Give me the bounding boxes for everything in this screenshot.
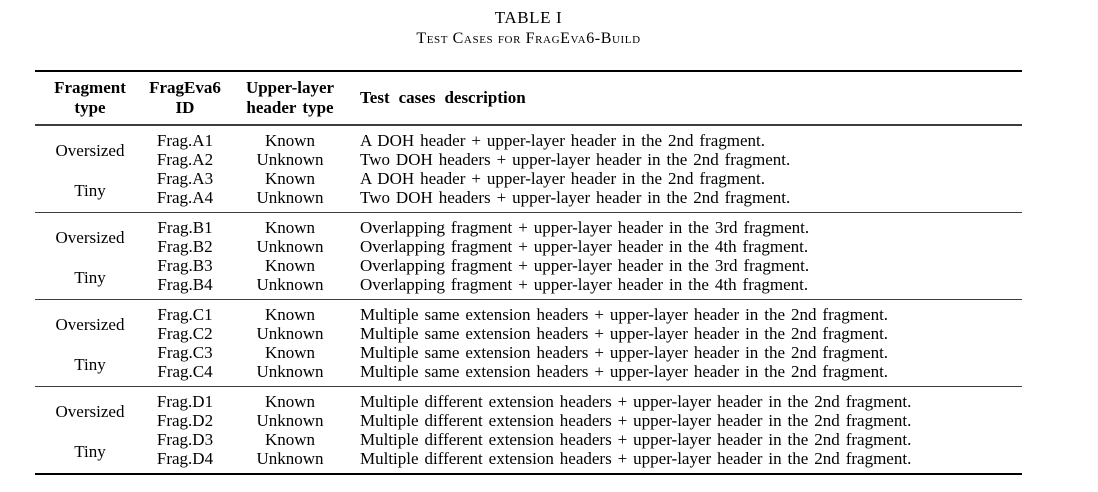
cell-frageva6-id: Frag.B4: [157, 275, 213, 294]
cell-upper-layer-type: Known: [264, 218, 316, 237]
cell-frageva6-id: Frag.B1: [157, 218, 213, 237]
header-fragment-type-line2: type: [74, 98, 106, 117]
cell-upper-layer-type: Unknown: [256, 237, 324, 256]
table-group-c: Oversized Frag.C1 Known Multiple same ex…: [35, 299, 1022, 387]
cell-upper-layer-type: Known: [264, 256, 316, 275]
table-caption: TABLE I Test Cases for FragEva6-Build: [35, 8, 1022, 48]
cell-upper-layer-type: Unknown: [256, 324, 324, 343]
cell-frageva6-id: Frag.A2: [156, 150, 214, 169]
table-row: Frag.D4 Unknown Multiple different exten…: [35, 449, 1022, 474]
table-row: Frag.A2 Unknown Two DOH headers + upper-…: [35, 150, 1022, 169]
header-upper-layer-line2: header type: [246, 98, 334, 117]
table-row: Frag.C4 Unknown Multiple same extension …: [35, 362, 1022, 387]
cell-frageva6-id: Frag.C3: [157, 343, 213, 362]
test-cases-table: Fragment type FragEva6 ID Upper-layer he…: [35, 70, 1022, 475]
cell-description: Multiple different extension headers + u…: [360, 392, 912, 411]
cell-upper-layer-type: Unknown: [256, 362, 324, 381]
header-fragment-type: Fragment type: [35, 71, 145, 125]
table-group-d: Oversized Frag.D1 Known Multiple differe…: [35, 386, 1022, 475]
cell-description: A DOH header + upper-layer header in the…: [360, 131, 766, 150]
table-group-b: Oversized Frag.B1 Known Overlapping frag…: [35, 212, 1022, 300]
cell-frageva6-id: Frag.D2: [156, 411, 214, 430]
cell-description: Overlapping fragment + upper-layer heade…: [360, 256, 810, 275]
cell-frageva6-id: Frag.B3: [157, 256, 213, 275]
cell-fragment-type-tiny: Tiny: [74, 268, 106, 287]
cell-frageva6-id: Frag.A3: [156, 169, 214, 188]
header-upper-layer-type: Upper-layer header type: [225, 71, 355, 125]
cell-description: Two DOH headers + upper-layer header in …: [360, 150, 791, 169]
cell-description: Multiple different extension headers + u…: [360, 411, 912, 430]
table-row: Oversized Frag.A1 Known A DOH header + u…: [35, 125, 1022, 160]
header-frageva6-id-line2: ID: [175, 98, 195, 117]
cell-description: Multiple same extension headers + upper-…: [360, 343, 889, 362]
cell-description: Multiple different extension headers + u…: [360, 430, 912, 449]
header-frageva6-id-line1: FragEva6: [149, 78, 221, 97]
table-row: Frag.B2 Unknown Overlapping fragment + u…: [35, 237, 1022, 256]
cell-frageva6-id: Frag.B2: [157, 237, 213, 256]
cell-frageva6-id: Frag.C1: [157, 305, 213, 324]
cell-description: Multiple different extension headers + u…: [360, 449, 912, 468]
cell-description: Overlapping fragment + upper-layer heade…: [360, 237, 809, 256]
header-upper-layer-line1: Upper-layer: [245, 78, 335, 97]
cell-upper-layer-type: Unknown: [256, 150, 324, 169]
table-row: Frag.A4 Unknown Two DOH headers + upper-…: [35, 188, 1022, 213]
cell-upper-layer-type: Unknown: [256, 275, 324, 294]
cell-description: Overlapping fragment + upper-layer heade…: [360, 218, 810, 237]
table-row: Tiny Frag.A3 Known A DOH header + upper-…: [35, 169, 1022, 200]
cell-upper-layer-type: Unknown: [256, 449, 324, 468]
cell-frageva6-id: Frag.C2: [157, 324, 213, 343]
cell-upper-layer-type: Known: [264, 392, 316, 411]
cell-description: Two DOH headers + upper-layer header in …: [360, 188, 791, 207]
cell-upper-layer-type: Known: [264, 169, 316, 188]
cell-description: Multiple same extension headers + upper-…: [360, 305, 889, 324]
cell-description: Multiple same extension headers + upper-…: [360, 324, 889, 343]
cell-fragment-type-tiny: Tiny: [74, 181, 106, 200]
cell-frageva6-id: Frag.A1: [156, 131, 214, 150]
cell-upper-layer-type: Known: [264, 305, 316, 324]
table-row: Tiny Frag.D3 Known Multiple different ex…: [35, 430, 1022, 461]
cell-upper-layer-type: Known: [264, 131, 316, 150]
cell-description: Overlapping fragment + upper-layer heade…: [360, 275, 809, 294]
cell-fragment-type-tiny: Tiny: [74, 355, 106, 374]
table-row: Tiny Frag.C3 Known Multiple same extensi…: [35, 343, 1022, 374]
table-number: TABLE I: [494, 8, 563, 27]
cell-fragment-type-oversized: Oversized: [55, 314, 125, 334]
cell-fragment-type-oversized: Oversized: [55, 227, 125, 247]
table-row: Oversized Frag.D1 Known Multiple differe…: [35, 387, 1022, 420]
cell-frageva6-id: Frag.D4: [156, 449, 214, 468]
cell-description: A DOH header + upper-layer header in the…: [360, 169, 766, 188]
cell-description: Multiple same extension headers + upper-…: [360, 362, 889, 381]
header-frageva6-id: FragEva6 ID: [145, 71, 225, 125]
cell-frageva6-id: Frag.D3: [156, 430, 214, 449]
cell-upper-layer-type: Known: [264, 343, 316, 362]
table-title: Test Cases for FragEva6-Build: [416, 30, 641, 47]
cell-fragment-type-oversized: Oversized: [55, 140, 125, 160]
header-description: Test cases description: [360, 88, 526, 107]
cell-upper-layer-type: Unknown: [256, 188, 324, 207]
cell-fragment-type-oversized: Oversized: [55, 401, 125, 421]
table-row: Tiny Frag.B3 Known Overlapping fragment …: [35, 256, 1022, 287]
table-row: Oversized Frag.C1 Known Multiple same ex…: [35, 300, 1022, 333]
cell-frageva6-id: Frag.A4: [156, 188, 214, 207]
cell-frageva6-id: Frag.D1: [156, 392, 214, 411]
table-header-row: Fragment type FragEva6 ID Upper-layer he…: [35, 71, 1022, 125]
cell-upper-layer-type: Known: [264, 430, 316, 449]
table-row: Frag.D2 Unknown Multiple different exten…: [35, 411, 1022, 430]
cell-frageva6-id: Frag.C4: [157, 362, 213, 381]
table-row: Oversized Frag.B1 Known Overlapping frag…: [35, 213, 1022, 246]
header-fragment-type-line1: Fragment: [54, 78, 126, 97]
cell-upper-layer-type: Unknown: [256, 411, 324, 430]
table-row: Frag.C2 Unknown Multiple same extension …: [35, 324, 1022, 343]
table-row: Frag.B4 Unknown Overlapping fragment + u…: [35, 275, 1022, 300]
table-group-a: Oversized Frag.A1 Known A DOH header + u…: [35, 125, 1022, 213]
cell-fragment-type-tiny: Tiny: [74, 442, 106, 461]
